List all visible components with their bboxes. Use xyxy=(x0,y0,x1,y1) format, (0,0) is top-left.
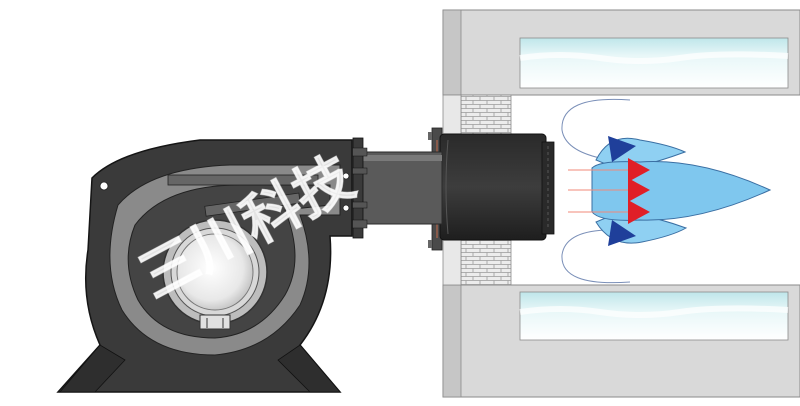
flame xyxy=(561,98,772,284)
triangle-right-icon xyxy=(628,178,650,202)
refractory-brick-top xyxy=(460,94,512,138)
duct-flange xyxy=(352,137,364,239)
motor-body xyxy=(176,233,254,311)
air-duct xyxy=(348,137,443,239)
refractory-brick-bottom xyxy=(460,239,512,286)
recirculation-curve-top xyxy=(561,98,631,159)
motor-bracket xyxy=(199,314,231,330)
triangle-right-icon xyxy=(608,220,636,246)
bolt-hole xyxy=(99,181,109,191)
burner-tube xyxy=(439,133,547,241)
furnace-wall-left-top xyxy=(442,9,462,96)
triangle-right-icon xyxy=(628,200,650,224)
recirculation-curve-bottom xyxy=(561,229,631,284)
duct-pipe xyxy=(361,151,443,225)
triangle-right-icon xyxy=(628,158,650,182)
bolt-hole xyxy=(342,172,350,180)
furnace-wall-left-bottom xyxy=(442,284,462,398)
triangle-right-icon xyxy=(608,136,636,162)
burner-head xyxy=(428,127,555,251)
fan-housing xyxy=(56,139,353,393)
bolt-hole xyxy=(342,204,350,212)
